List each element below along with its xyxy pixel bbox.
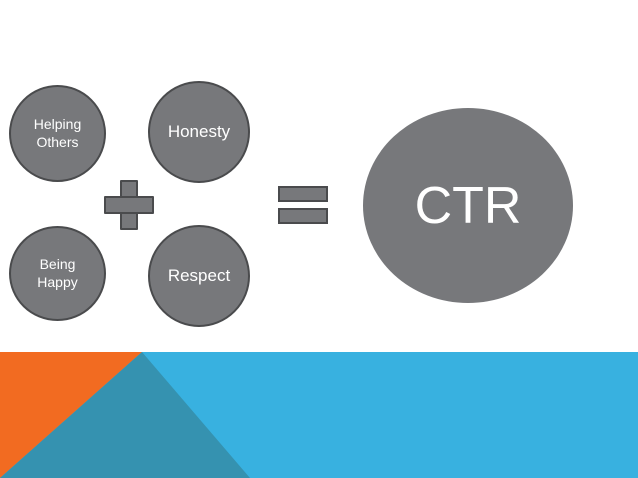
equals-icon-top-bar (278, 186, 328, 202)
circle-label: Honesty (167, 122, 231, 142)
result-label: CTR (414, 176, 522, 235)
circle-respect: Respect (148, 225, 250, 327)
circle-label: Respect (167, 266, 231, 286)
equals-icon-bottom-bar (278, 208, 328, 224)
plus-icon-center (122, 198, 136, 212)
circle-helping-others: Helping Others (9, 85, 106, 182)
footer-decoration (0, 352, 638, 478)
circle-label: Being Happy (37, 256, 78, 290)
footer-teal-triangle (0, 352, 250, 478)
circle-ctr-result: CTR (363, 108, 573, 303)
circle-honesty: Honesty (148, 81, 250, 183)
circle-label: Helping Others (33, 116, 82, 150)
circle-being-happy: Being Happy (9, 226, 106, 321)
